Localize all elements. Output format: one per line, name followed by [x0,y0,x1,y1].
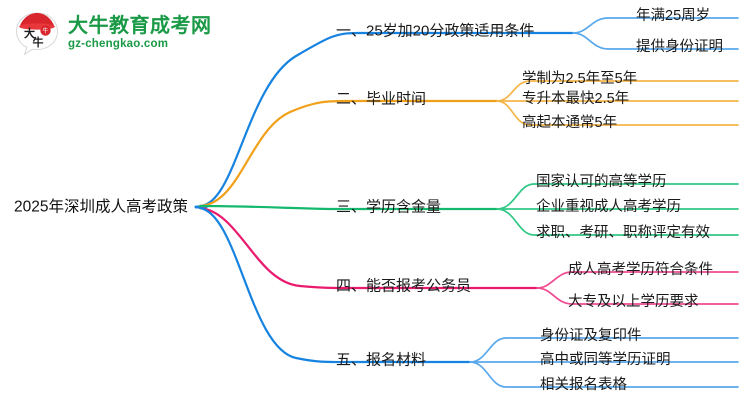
logo-name-cn: 大牛教育成考网 [68,14,212,37]
branch-line-2 [198,99,354,208]
mindmap-leaf-node-2-3[interactable]: 高起本通常5年 [522,114,618,131]
mindmap-branch-node-1[interactable]: 一、25岁加20分政策适用条件 [336,22,535,40]
leaf-fork-3-2 [496,208,739,236]
leaf-fork-3-0 [496,183,739,210]
mindmap-leaf-node-2-1[interactable]: 学制为2.5年至5年 [522,70,638,87]
mindmap-branch-node-3[interactable]: 三、学历含金量 [336,198,442,216]
branch-line-1 [198,31,360,208]
mindmap-leaf-node-5-3[interactable]: 相关报名表格 [540,376,627,393]
svg-text:牛: 牛 [33,35,44,49]
leaf-fork-1-0 [572,17,739,34]
mindmap-branch-node-4[interactable]: 四、能否报考公务员 [336,277,472,295]
branch-line-3 [198,204,342,211]
mindmap-leaf-node-3-2[interactable]: 企业重视成人高考学历 [536,198,681,215]
leaf-fork-2-2 [496,100,739,126]
mindmap-leaf-node-4-1[interactable]: 成人高考学历符合条件 [568,261,713,278]
logo-name-en: gz-chengkao.com [68,37,169,50]
leaf-fork-4-1 [536,287,739,305]
leaf-fork-4-0 [536,271,739,289]
leaf-fork-5-0 [469,337,739,363]
svg-text:大: 大 [24,26,35,40]
leaf-fork-1-1 [572,32,739,50]
mindmap-branch-node-2[interactable]: 二、毕业时间 [336,90,427,108]
mindmap-leaf-node-5-2[interactable]: 高中或同等学历证明 [540,351,671,368]
site-logo: 牛 大 牛 大牛教育成考网 gz-chengkao.com [14,10,212,56]
mindmap-branch-node-5[interactable]: 五、报名材料 [336,351,427,369]
mindmap-leaf-node-4-2[interactable]: 大专及以上学历要求 [568,293,699,310]
svg-text:牛: 牛 [42,27,48,35]
mindmap-leaf-node-1-2[interactable]: 提供身份证明 [636,38,723,55]
mindmap-root-node[interactable]: 2025年深圳成人高考政策 [14,198,188,216]
mindmap-leaf-node-1-1[interactable]: 年满25周岁 [636,7,711,24]
branch-line-5 [198,206,354,364]
mindmap-leaf-node-5-1[interactable]: 身份证及复印件 [540,327,642,344]
branch-line-4 [198,206,354,290]
daniu-bull-logo-icon: 牛 大 牛 [14,10,60,56]
mindmap-leaf-node-3-1[interactable]: 国家认可的高等学历 [536,173,667,190]
logo-wordmark: 大牛教育成考网 gz-chengkao.com [68,16,212,51]
mindmap-leaf-node-2-2[interactable]: 专升本最快2.5年 [522,90,630,107]
leaf-fork-5-2 [469,361,739,388]
mindmap-leaf-node-3-3[interactable]: 求职、考研、职称评定有效 [536,224,710,241]
